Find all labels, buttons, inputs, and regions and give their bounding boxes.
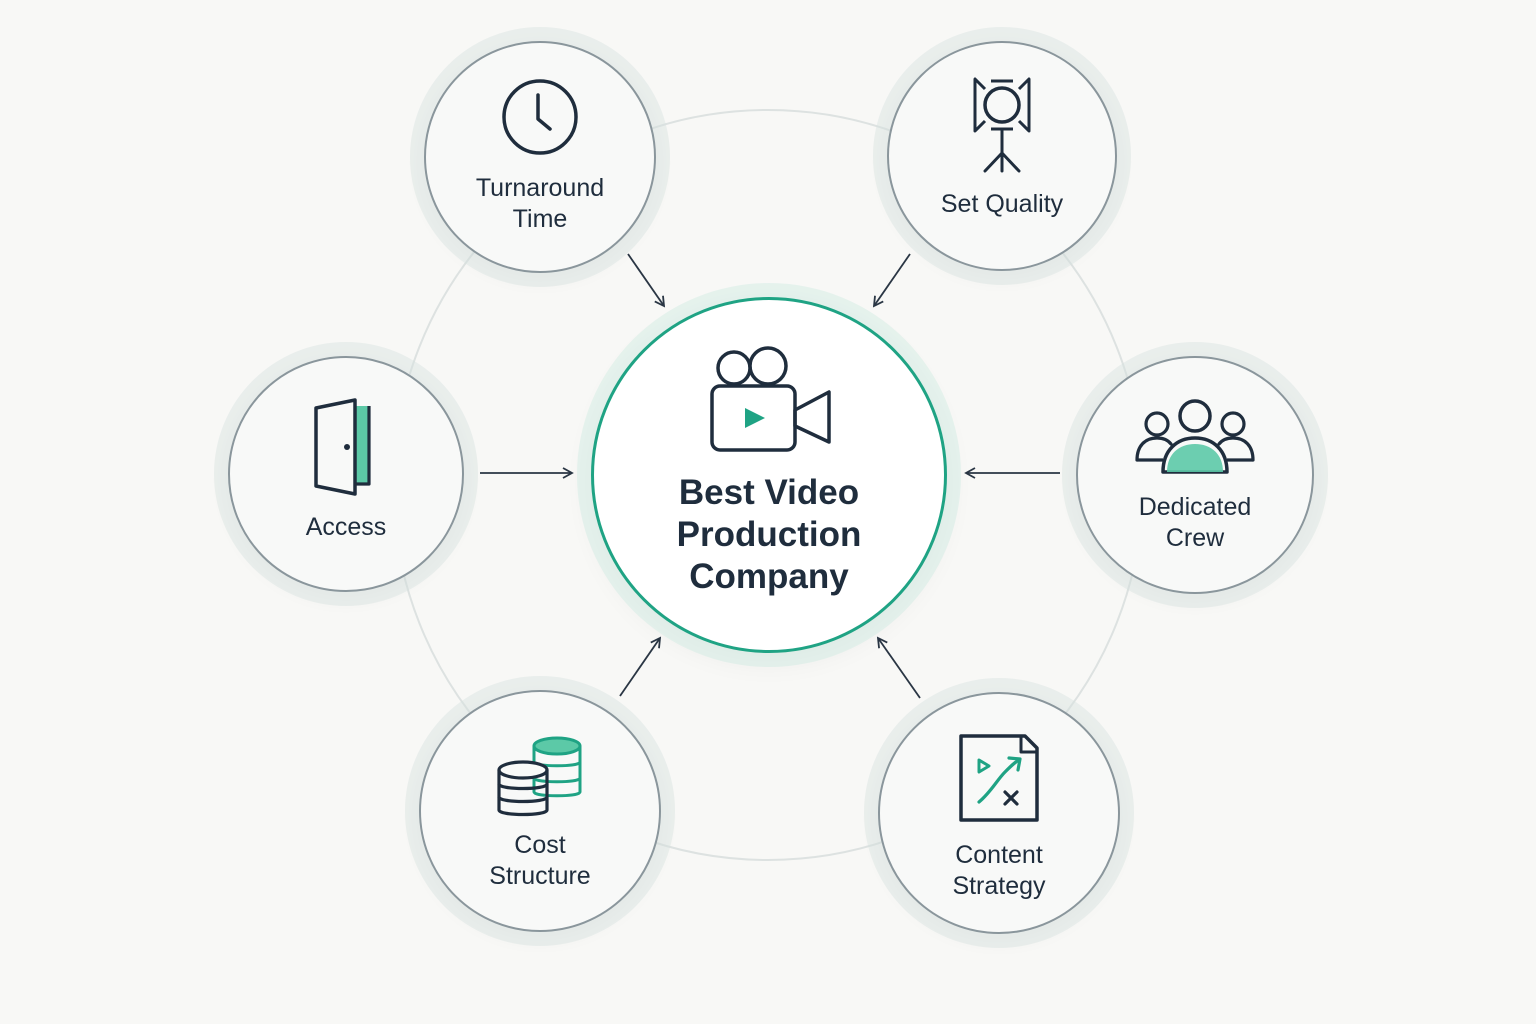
node-label: Turnaround Time	[475, 174, 605, 233]
center-title: Best Video Production Company	[676, 473, 862, 596]
node-label: Set Quality	[940, 190, 1064, 218]
door-icon	[314, 398, 371, 496]
node-dedicated-crew: Dedicated Crew	[1076, 356, 1314, 594]
clock-icon	[502, 79, 578, 155]
arrow-content-strategy	[876, 636, 921, 699]
node-label: Cost Structure	[489, 831, 591, 890]
node-label: Content Strategy	[952, 841, 1046, 900]
arrow-set-quality	[872, 253, 911, 308]
coin-stack-icon	[497, 736, 582, 817]
studio-light-icon	[973, 77, 1031, 173]
node-cost-structure: Cost Structure	[419, 690, 661, 932]
arrow-cost-structure	[619, 636, 662, 697]
node-label: Dedicated Crew	[1138, 493, 1252, 552]
node-label: Access	[305, 513, 387, 541]
video-camera-play-icon	[710, 346, 831, 452]
node-turnaround-time: Turnaround Time	[424, 41, 656, 273]
center-node: Best Video Production Company	[591, 297, 947, 653]
node-access: Access	[228, 356, 464, 592]
strategy-board-icon	[959, 734, 1039, 822]
arrow-turnaround	[627, 253, 666, 308]
node-set-quality: Set Quality	[887, 41, 1117, 271]
team-icon	[1135, 399, 1255, 474]
node-content-strategy: Content Strategy	[878, 692, 1120, 934]
